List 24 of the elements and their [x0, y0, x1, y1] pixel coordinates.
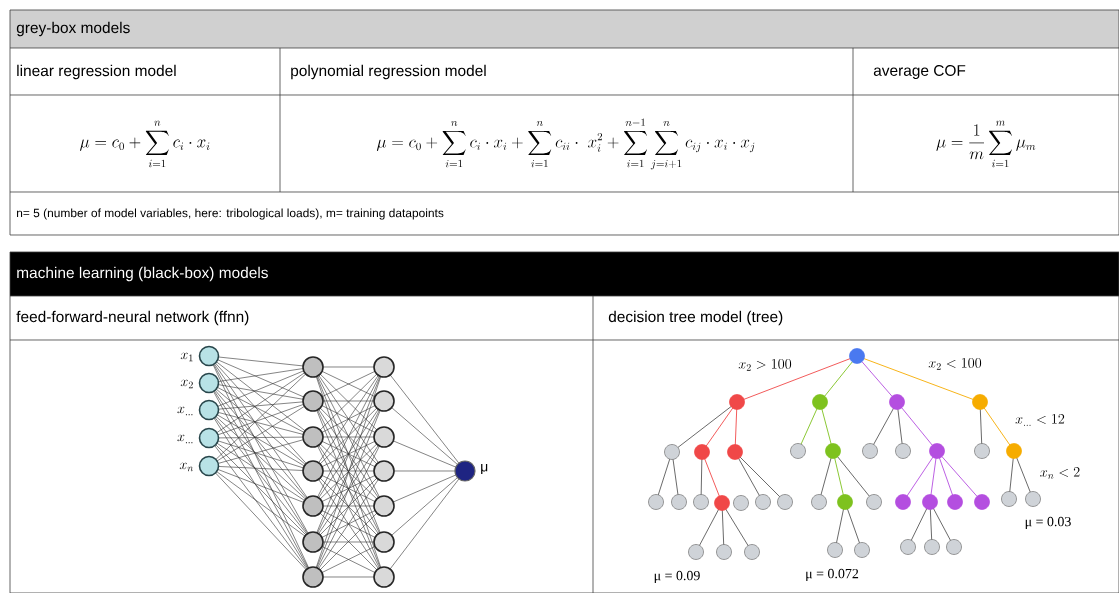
input-label: $x_n$ — [179, 462, 193, 472]
footnote: n= 5 (number of model variables, here: tribological loads), m= training datapoints — [17, 208, 444, 220]
leaf-value: μ = 0.09 — [654, 570, 700, 584]
output-label: μ — [481, 463, 488, 474]
leaf-value: μ = 0.03 — [1025, 516, 1071, 530]
input-label: $x_2$ — [180, 379, 193, 389]
column-heading: linear regression model — [17, 64, 176, 80]
formula: $\mu = c_0 + \sum_{i=1}^{n} c_i \cdot x_i$ — [80, 120, 210, 168]
formula: $\mu = c_0 + \sum_{i=1}^{n} c_i \cdot x_i + \sum_{i=1}^{n} c_{ii} \cdot\; x_i^2 + \sum_{i=1}^{n-1} \sum_{j=i+1}^{n} c_{ij} \cdot x_i \cdot x_j$ — [376, 118, 755, 170]
section-heading: machine learning (black-box) models — [10, 252, 1119, 296]
column-heading: decision tree model (tree) — [608, 310, 783, 326]
input-label: $x_{\ldots}$ — [177, 434, 193, 444]
formula: $\mu = \frac{1}{m} \sum_{i=1}^{m} \mu_m$ — [936, 120, 1036, 168]
split-condition: $x_n < 2$ — [1040, 467, 1080, 479]
input-label: $x_{\ldots}$ — [177, 406, 193, 416]
column-heading: average COF — [873, 65, 966, 79]
leaf-value: μ = 0.072 — [806, 568, 859, 582]
split-condition: $x_2 < 100$ — [928, 358, 982, 370]
split-condition: $x_2 > 100$ — [738, 359, 792, 371]
section-heading: grey-box models — [10, 10, 1119, 48]
split-condition: $x_{\ldots} < 12$ — [1015, 414, 1065, 426]
column-heading: feed-forward-neural network (ffnn) — [16, 310, 249, 326]
column-heading: polynomial regression model — [291, 64, 486, 80]
input-label: $x_1$ — [180, 352, 193, 362]
